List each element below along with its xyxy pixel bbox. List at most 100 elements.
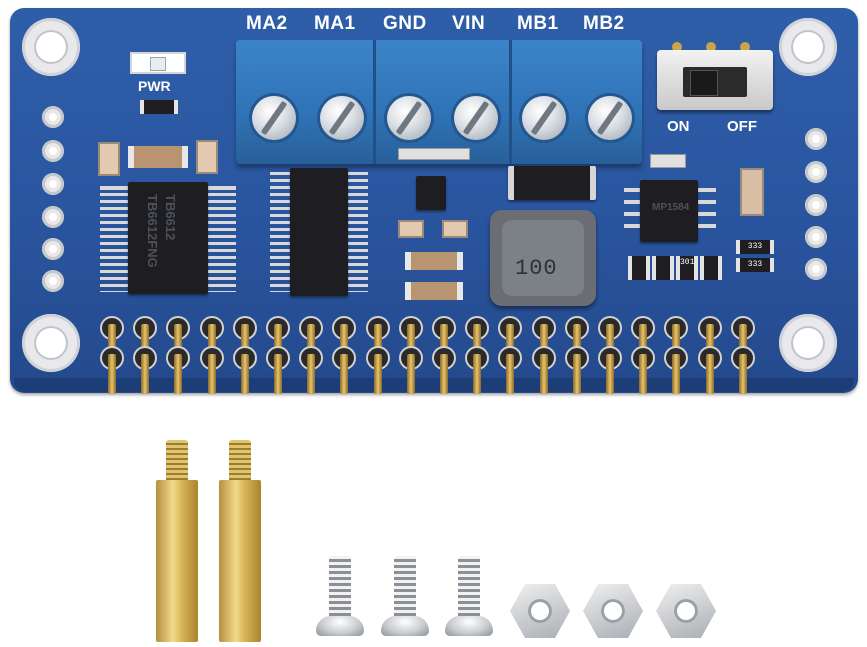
header-pin — [506, 354, 515, 394]
header-pin — [738, 354, 747, 394]
header-pin — [307, 324, 316, 348]
pad — [42, 106, 64, 128]
switch-pin — [740, 42, 750, 52]
standoff-thread — [229, 440, 251, 482]
capacitor — [405, 282, 463, 300]
header-pin — [174, 354, 183, 394]
resistor — [650, 154, 686, 168]
header-pin — [705, 354, 714, 394]
capacitor — [398, 220, 424, 238]
header-pin — [373, 354, 382, 394]
resistor-array — [398, 148, 470, 160]
terminal-label-ma2: MA2 — [246, 13, 288, 34]
resistor: 301 — [676, 256, 698, 280]
terminal-screw-vin[interactable] — [454, 96, 498, 140]
resistor: 333 — [736, 258, 774, 272]
header-pin — [340, 324, 349, 348]
chip-marking: TB6612FNG — [145, 194, 160, 268]
terminal-label-vin: VIN — [452, 13, 486, 34]
standoff-thread — [166, 440, 188, 482]
switch-pin — [672, 42, 682, 52]
brass-standoff — [219, 480, 261, 642]
header-pin — [506, 324, 515, 348]
switch-pin — [706, 42, 716, 52]
screw-terminal-block — [236, 40, 642, 164]
steel-screw — [445, 616, 493, 636]
transistor — [416, 176, 446, 210]
terminal-screw-ma2[interactable] — [252, 96, 296, 140]
pad — [42, 270, 64, 292]
capacitor — [128, 146, 188, 168]
terminal-label-mb2: MB2 — [583, 13, 625, 34]
switch-knob[interactable] — [690, 70, 718, 96]
resistor: 333 — [736, 240, 774, 254]
header-pin — [141, 354, 150, 394]
header-pin — [307, 354, 316, 394]
nut-hole — [674, 599, 698, 623]
terminal-screw-mb2[interactable] — [588, 96, 632, 140]
header-pin — [705, 324, 714, 348]
nut-hole — [601, 599, 625, 623]
terminal-label-gnd: GND — [383, 13, 427, 34]
header-pin — [141, 324, 150, 348]
header-pin — [572, 354, 581, 394]
header-pin — [406, 324, 415, 348]
nut-hole — [528, 599, 552, 623]
switch-off-label: OFF — [727, 118, 757, 135]
resistor — [628, 256, 650, 280]
terminal-label-mb1: MB1 — [517, 13, 559, 34]
mounting-hole-top-right — [779, 18, 837, 76]
header-pin — [440, 324, 448, 348]
header-pin — [207, 324, 216, 348]
diode — [508, 166, 596, 200]
header-pin — [606, 324, 614, 348]
screw-thread — [329, 556, 351, 616]
screw-thread — [394, 556, 416, 616]
chip-marking: TB6612 — [163, 194, 178, 241]
header-pin — [207, 354, 216, 394]
pad — [805, 226, 827, 248]
header-pin — [672, 324, 681, 348]
header-pin — [738, 324, 747, 348]
power-led — [130, 52, 186, 74]
header-pin — [108, 324, 116, 348]
inductor-core — [502, 220, 584, 296]
terminal-screw-mb1[interactable] — [522, 96, 566, 140]
header-pin — [174, 324, 183, 348]
terminal-screw-ma1[interactable] — [320, 96, 364, 140]
switch-on-label: ON — [667, 118, 690, 135]
header-pin — [340, 354, 349, 394]
header-pin — [606, 354, 614, 394]
motor-driver-chip-1: TB6612 TB6612FNG — [128, 182, 208, 294]
header-pin — [240, 354, 249, 394]
mounting-hole-top-left — [22, 18, 80, 76]
terminal-divider — [509, 40, 512, 164]
header-pin — [539, 354, 548, 394]
gpio-header — [102, 318, 768, 394]
resistor — [140, 100, 178, 114]
pad — [42, 206, 64, 228]
pad — [42, 140, 64, 162]
steel-screw — [316, 616, 364, 636]
capacitor — [442, 220, 468, 238]
header-pin — [274, 324, 282, 348]
header-pin — [639, 354, 648, 394]
pad — [42, 238, 64, 260]
terminal-screw-gnd[interactable] — [387, 96, 431, 140]
terminal-divider — [373, 40, 376, 164]
pad — [805, 258, 827, 280]
header-pin — [440, 354, 448, 394]
brass-standoff — [156, 480, 198, 642]
header-pin — [473, 354, 482, 394]
pad — [42, 173, 64, 195]
header-pin — [406, 354, 415, 394]
pad — [805, 194, 827, 216]
capacitor — [740, 168, 764, 216]
capacitor — [98, 142, 120, 176]
resistor — [652, 256, 674, 280]
header-pin — [240, 324, 249, 348]
pad — [805, 128, 827, 150]
regulator-marking: MP1584 — [652, 202, 690, 213]
header-pin — [108, 354, 116, 394]
motor-driver-chip-2 — [290, 168, 348, 296]
